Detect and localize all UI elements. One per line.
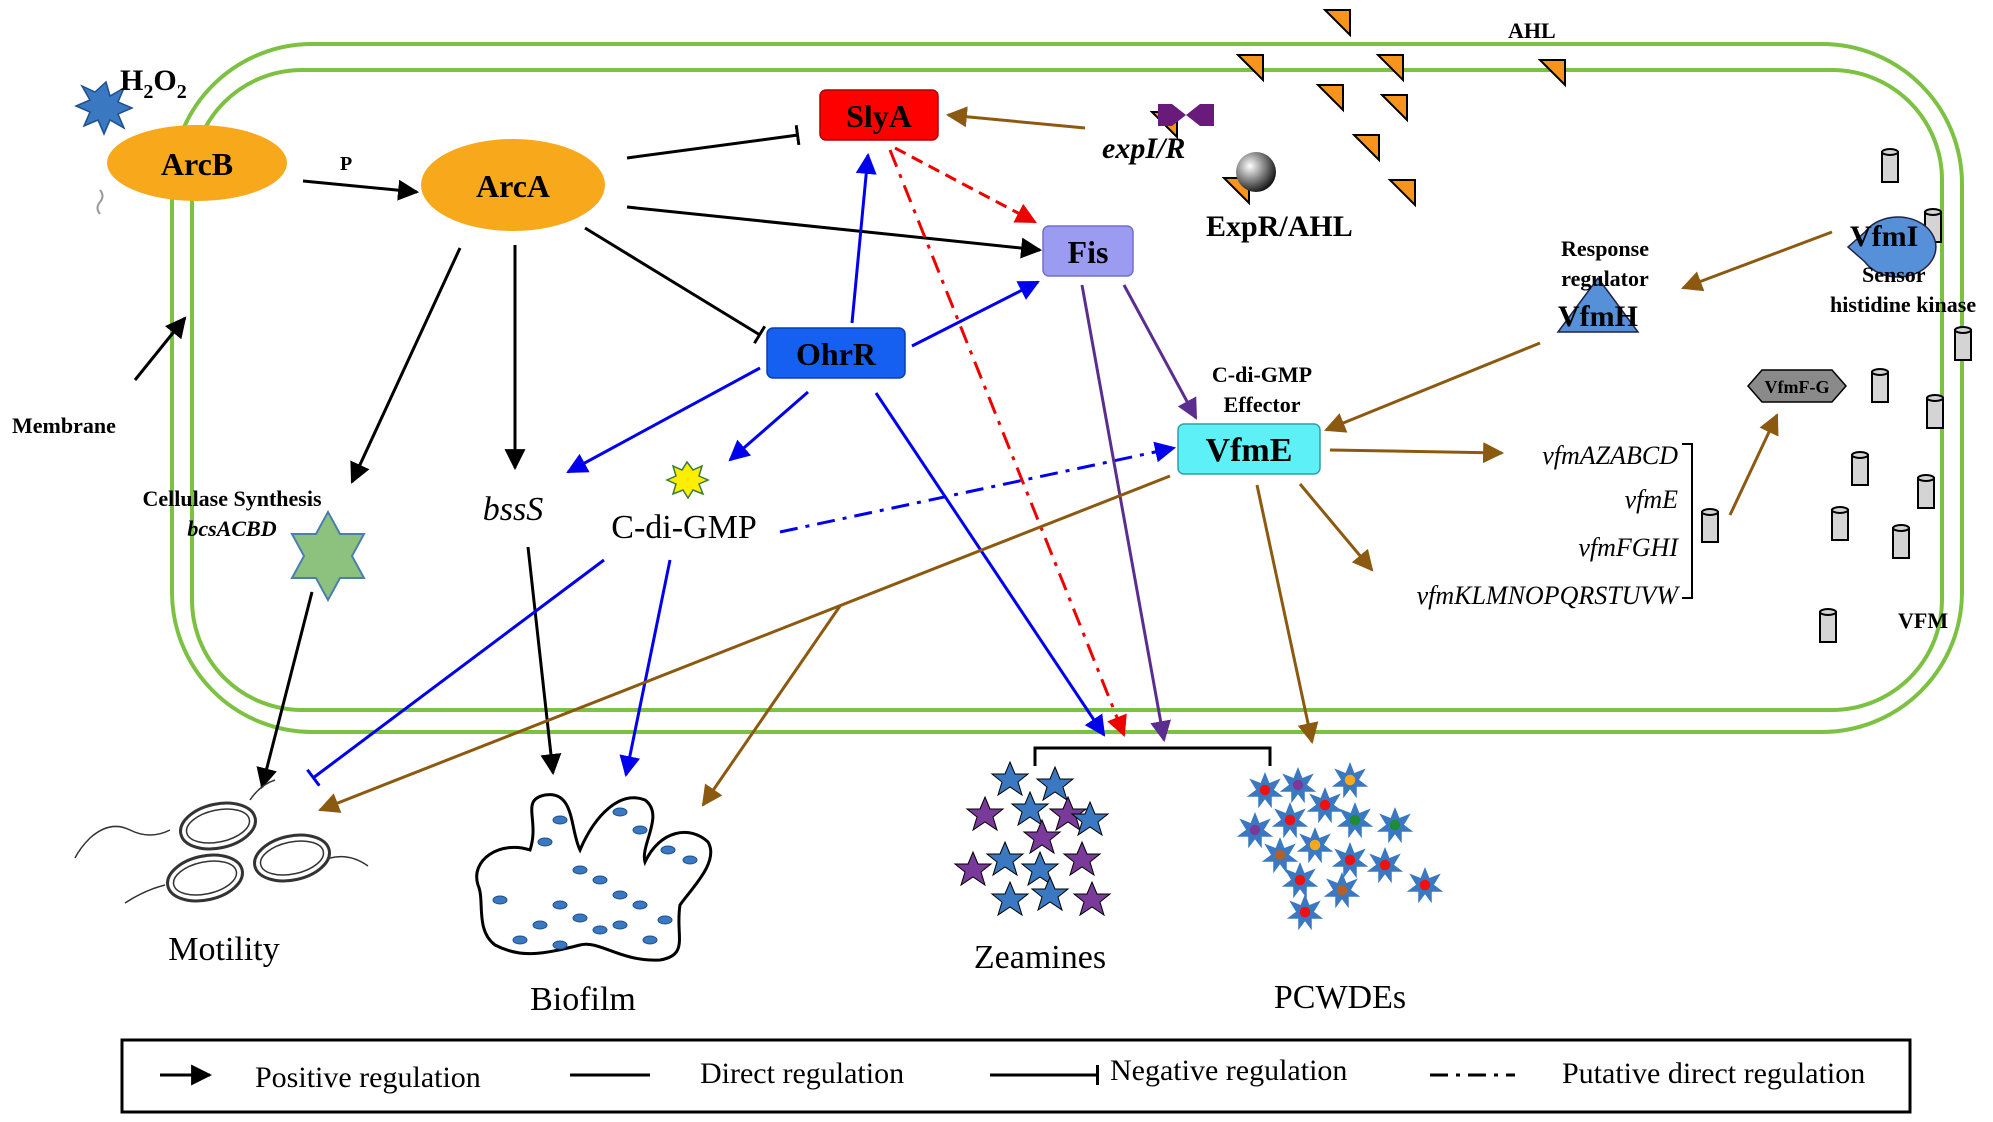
sensor-label-1: Sensor — [1862, 262, 1926, 287]
expIR-label: expI/R — [1102, 132, 1185, 165]
slyA-node[interactable]: SlyA — [819, 89, 939, 141]
h2o2-star-icon — [74, 80, 134, 136]
vfm-gene-list: vfmAZABCD vfmE vfmFGHI vfmKLMNOPQRSTUVW — [1417, 441, 1693, 610]
svg-text:vfmAZABCD: vfmAZABCD — [1542, 441, 1678, 470]
legend-direct: Direct regulation — [700, 1057, 904, 1090]
svg-text:VfmF-G: VfmF-G — [1765, 377, 1830, 397]
sensor-label-2: histidine kinase — [1830, 292, 1976, 317]
ahl-label: AHL — [1508, 18, 1556, 43]
response-regulator-label-1: Response — [1561, 236, 1649, 261]
cellulase-star-icon — [290, 509, 366, 603]
svg-text:Fis: Fis — [1068, 234, 1109, 270]
vfmH-label: VfmH — [1558, 300, 1638, 333]
response-regulator-label-2: regulator — [1561, 266, 1649, 291]
ohrR-node[interactable]: OhrR — [766, 327, 906, 379]
vfmI-label: VfmI — [1850, 220, 1918, 253]
legend-negative: Negative regulation — [1110, 1054, 1347, 1087]
vfm-label: VFM — [1898, 608, 1948, 633]
biofilm-icon — [475, 793, 713, 962]
legend-positive: Positive regulation — [255, 1061, 481, 1094]
svg-text:VfmE: VfmE — [1206, 432, 1293, 469]
membrane-label: Membrane — [12, 413, 116, 438]
cdigmp-effector-label-1: C-di-GMP — [1212, 362, 1312, 387]
phosphate-label: P — [340, 153, 352, 175]
membrane-decoration — [96, 189, 104, 215]
arcA-node[interactable]: ArcA — [421, 139, 605, 231]
pcwdes-label: PCWDEs — [1274, 979, 1406, 1016]
cdigmp-burst-icon — [665, 460, 710, 500]
expR-ahl-label: ExpR/AHL — [1206, 210, 1353, 243]
pcwdes-icon — [1236, 761, 1444, 931]
h2o2-label: H2O2 — [120, 64, 187, 103]
svg-text:SlyA: SlyA — [846, 98, 912, 134]
cellulase-label-2: bcsACBD — [187, 516, 276, 541]
fis-node[interactable]: Fis — [1042, 225, 1134, 277]
zeamines-label: Zeamines — [974, 939, 1106, 976]
vfm-cylinders — [1701, 148, 1972, 643]
bssS-label: bssS — [483, 491, 543, 528]
arcB-node[interactable]: ArcB — [107, 125, 287, 201]
legend-putative: Putative direct regulation — [1562, 1057, 1865, 1090]
vfmI-icon — [1846, 216, 1937, 278]
cdigmp-effector-label-2: Effector — [1224, 392, 1301, 417]
products-bracket — [1033, 746, 1272, 766]
biofilm-label: Biofilm — [530, 981, 636, 1018]
cell-membrane — [170, 42, 1964, 734]
vfmE-node[interactable]: VfmE — [1177, 423, 1321, 475]
svg-text:ArcA: ArcA — [476, 168, 550, 204]
svg-text:vfmFGHI: vfmFGHI — [1578, 533, 1679, 562]
svg-text:ArcB: ArcB — [161, 146, 233, 182]
svg-text:vfmE: vfmE — [1625, 485, 1679, 514]
expIR-icon — [1158, 104, 1214, 126]
motility-label: Motility — [168, 931, 279, 968]
legend: Positive regulation Direct regulation Ne… — [120, 1038, 1912, 1114]
svg-text:vfmKLMNOPQRSTUVW: vfmKLMNOPQRSTUVW — [1417, 581, 1681, 610]
vfmH-icon — [1556, 276, 1640, 333]
zeamines-icon — [953, 760, 1112, 917]
expR-ahl-icon — [1236, 152, 1276, 192]
cellulase-label-1: Cellulase Synthesis — [142, 486, 322, 511]
motility-icon — [74, 779, 369, 904]
vfmFG-icon: VfmF-G — [1747, 369, 1847, 403]
cdigmp-label: C-di-GMP — [611, 509, 756, 546]
svg-text:OhrR: OhrR — [796, 336, 877, 372]
